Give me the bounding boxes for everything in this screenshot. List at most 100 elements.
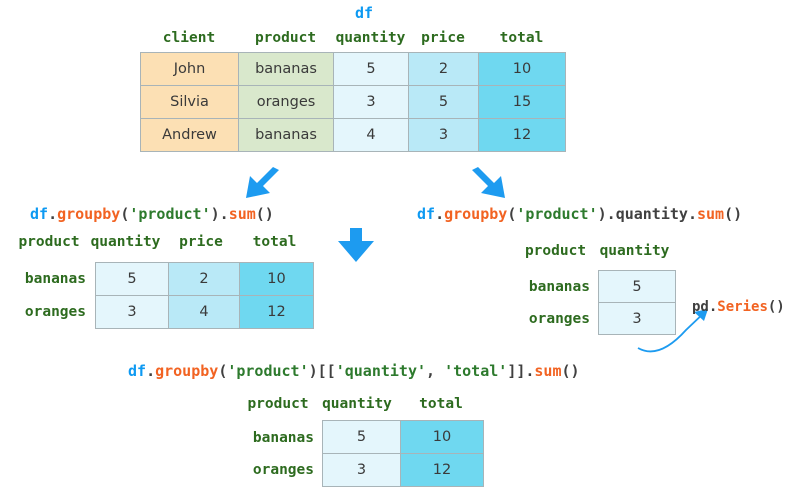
code-token-close: ). [597,205,616,223]
bottom-table-header: product quantity total [242,396,482,412]
bottom-code-label: df.groupby('product')[['quantity', 'tota… [128,362,580,380]
code-token-sum: sum [534,362,562,380]
code-token-product-str: 'product' [129,205,211,223]
df-table: John bananas 5 2 10 Silvia oranges 3 5 1… [140,52,566,152]
right-index-bananas: bananas [528,279,590,295]
annotation-token-parens: () [767,299,785,315]
table-row: Silvia oranges 3 5 15 [140,85,566,119]
cell-total: 12 [400,453,484,487]
right-header-product: product [524,243,587,259]
code-token-groupby: groupby [57,205,121,223]
left-header-quantity: quantity [90,234,161,250]
arrow-down-left-icon [246,167,279,198]
cell-price: 3 [408,118,479,152]
left-table: 5 2 10 3 4 12 [95,262,314,329]
df-header-product: product [254,30,317,46]
cell-quantity: 4 [333,118,409,152]
annotation-token-dot: . [708,299,718,315]
code-token-sum: sum [228,205,256,223]
arrow-down-right-icon [472,167,505,198]
cell-total: 10 [239,262,314,296]
code-token-dot2: . [687,205,697,223]
bottom-header-product: product [247,396,309,412]
table-row: 5 10 [322,420,484,454]
cell-quantity: 3 [333,85,409,119]
table-row: 5 2 10 [95,262,314,296]
code-token-comma: , [426,362,445,380]
code-token-paren: ( [218,362,228,380]
cell-quantity: 3 [95,295,169,329]
code-token-parens: () [724,205,743,223]
code-token-groupby: groupby [444,205,508,223]
arrow-down-icon [338,228,374,262]
cell-product: bananas [238,118,334,152]
pd-series-annotation: pd.Series() [692,299,785,315]
code-token-total-str: 'total' [444,362,508,380]
cell-product: oranges [238,85,334,119]
code-token-paren: ( [507,205,517,223]
code-token-brackets: )[[ [308,362,336,380]
code-token-dot: . [146,362,156,380]
cell-price: 5 [408,85,479,119]
table-row: John bananas 5 2 10 [140,52,566,86]
table-row: 3 4 12 [95,295,314,329]
cell-quantity: 5 [333,52,409,86]
code-token-paren: ( [120,205,130,223]
bottom-header-total: total [419,396,463,412]
left-index-oranges: oranges [24,304,86,320]
cell-quantity: 5 [322,420,401,454]
cell-quantity: 5 [95,262,169,296]
bottom-table: 5 10 3 12 [322,420,484,487]
cell-price: 2 [168,262,240,296]
code-token-parens: () [561,362,580,380]
annotation-token-series: Series [717,299,768,315]
df-header-quantity: quantity [335,30,406,46]
code-token-product-str: 'product' [516,205,598,223]
left-code-label: df.groupby('product').sum() [30,205,274,223]
code-token-product-str: 'product' [227,362,309,380]
df-header-price: price [421,30,465,46]
code-token-df: df [417,205,436,223]
cell-client: Andrew [140,118,239,152]
right-table: 5 3 [598,270,676,335]
code-token-dot: . [48,205,58,223]
table-row: 5 [598,270,676,303]
df-header-client: client [162,30,216,46]
code-token-groupby: groupby [155,362,219,380]
code-token-close: ). [210,205,229,223]
cell-total: 12 [478,118,566,152]
bottom-index-oranges: oranges [252,462,314,478]
page-title: df [355,4,374,22]
table-row: 3 12 [322,453,484,487]
curved-arrow-icon [637,309,708,353]
left-index-bananas: bananas [24,271,86,287]
cell-price: 2 [408,52,479,86]
bottom-header-quantity: quantity [322,396,392,412]
code-token-close-brackets: ]]. [507,362,535,380]
left-table-header: product quantity price total [14,234,314,250]
cell-product: bananas [238,52,334,86]
left-header-product: product [18,234,80,250]
cell-quantity: 5 [598,270,676,303]
table-row: Andrew bananas 4 3 12 [140,118,566,152]
code-token-sum: sum [696,205,725,223]
code-token-parens: () [255,205,274,223]
cell-total: 10 [400,420,484,454]
left-header-price: price [179,234,223,250]
right-table-header: product quantity [519,243,679,259]
cell-quantity: 3 [322,453,401,487]
code-token-quantity-str: 'quantity' [335,362,427,380]
table-row: 3 [598,302,676,335]
code-token-df: df [128,362,147,380]
right-header-quantity: quantity [599,243,670,259]
df-header-total: total [499,30,544,46]
cell-total: 15 [478,85,566,119]
cell-client: John [140,52,239,86]
code-token-df: df [30,205,49,223]
code-token-quantity: quantity [615,205,688,223]
right-index-oranges: oranges [528,311,590,327]
code-token-dot: . [435,205,445,223]
cell-client: Silvia [140,85,239,119]
right-code-label: df.groupby('product').quantity.sum() [417,205,742,223]
cell-quantity: 3 [598,302,676,335]
